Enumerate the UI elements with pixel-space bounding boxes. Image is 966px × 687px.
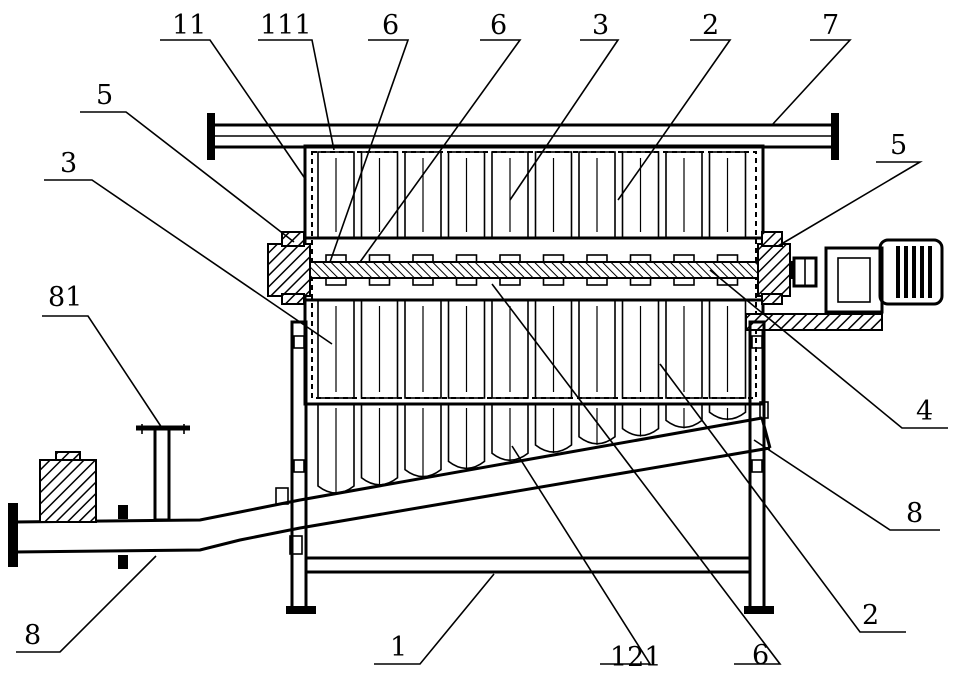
callout-labels: 11 111 6 6 3 2 7 5 5 3 81 4 8 8 2 1 121 … [24,10,933,673]
hopper-funnel [404,404,442,478]
hopper-funnel [317,404,355,494]
callout-81: 81 [48,282,82,313]
hopper-funnel [360,404,399,486]
callout-1: 1 [390,632,407,663]
callout-6-bottom: 6 [752,640,769,671]
callout-8-left: 8 [24,620,41,651]
callout-4: 4 [916,396,933,427]
hopper-funnel [708,404,747,421]
callout-111: 111 [260,10,312,41]
inclined-trough [8,401,772,569]
callout-5-left: 5 [96,80,113,111]
leader-lines [16,39,948,665]
callout-3-left: 3 [60,148,77,179]
hopper-funnel [578,404,616,445]
callout-11: 11 [172,10,206,41]
hopper-funnel [534,404,573,453]
callout-121: 121 [610,642,662,673]
callout-2-top: 2 [702,10,719,41]
callout-6-b: 6 [490,10,507,41]
discharge-hoppers [317,404,747,494]
callout-8-right: 8 [906,498,923,529]
hopper-funnel [491,404,529,462]
motor [745,238,944,331]
callout-7: 7 [822,10,839,41]
support-frame [286,320,774,614]
hopper-funnel [665,404,703,429]
hopper-funnel [621,404,660,437]
callout-5-right: 5 [890,130,907,161]
callout-3-top: 3 [592,10,609,41]
callout-2-right: 2 [862,600,879,631]
callout-6-a: 6 [382,10,399,41]
hopper-funnel [447,404,486,470]
shaft [267,231,818,305]
